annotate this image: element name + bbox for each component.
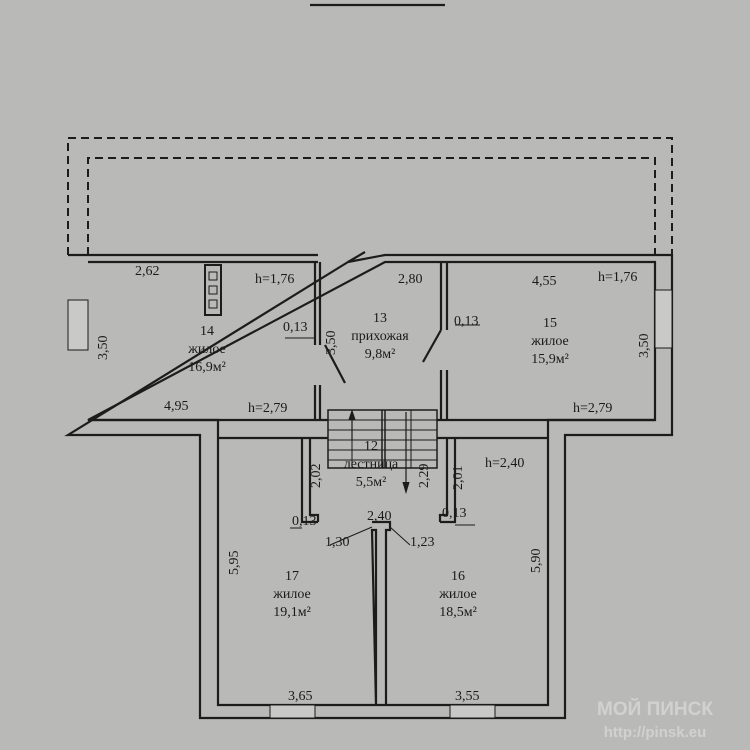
watermark-url: http://pinsk.eu — [604, 724, 707, 741]
dim-label: 5,95 — [227, 551, 242, 576]
dim-label: 1,23 — [410, 535, 435, 550]
dim-label: 2,29 — [417, 464, 432, 489]
dim-label: 4,95 — [164, 399, 189, 414]
room-13-area: 9,8м² — [365, 347, 396, 362]
dim-label: 2,02 — [309, 464, 324, 489]
dim-label: 5,90 — [529, 549, 544, 574]
window-bottom-right — [449, 704, 496, 719]
room-13-number: 13 — [373, 311, 387, 326]
dim-label: 3,55 — [455, 689, 480, 704]
chimney — [204, 264, 222, 316]
room-15-name: жилое — [530, 334, 569, 349]
room-15-area: 15,9м² — [531, 352, 569, 367]
corridor-walls — [88, 418, 655, 440]
dim-label: h=2,79 — [248, 401, 287, 416]
dim-label: 0,13 — [454, 314, 479, 329]
room-17-area: 19,1м² — [273, 605, 311, 620]
dashed-outline-outer — [67, 137, 673, 255]
room-14-name: жилое — [187, 342, 226, 357]
dim-label: 2,40 — [367, 509, 392, 524]
chimney-flue — [208, 271, 218, 281]
room-15-number: 15 — [543, 316, 557, 331]
dim-label: 4,55 — [532, 274, 557, 289]
dim-label: 3,50 — [637, 334, 652, 359]
room-13-name: прихожая — [351, 329, 409, 344]
room-14-number: 14 — [200, 324, 214, 339]
dim-label: h=2,40 — [485, 456, 524, 471]
dim-label: 3,65 — [288, 689, 313, 704]
dim-label: 2,80 — [398, 272, 423, 287]
dim-label: h=1,76 — [255, 272, 294, 287]
dim-label: h=1,76 — [598, 270, 637, 285]
room-16-name: жилое — [438, 587, 477, 602]
dim-label: 1,30 — [325, 535, 350, 550]
window-bottom-left — [269, 704, 316, 719]
center-partition — [370, 520, 392, 706]
window-left — [67, 299, 89, 351]
dimension-labels: 2,62 h=1,76 2,80 4,55 h=1,76 3,50 0,13 3… — [96, 264, 652, 704]
dim-label: 2,01 — [451, 466, 466, 491]
door-swings — [324, 251, 442, 384]
stair-side-walls — [300, 438, 457, 524]
chimney-flue — [208, 285, 218, 295]
room-12-name: лестница — [344, 457, 399, 472]
exterior-wall-outer — [64, 253, 674, 720]
dim-label: 3,50 — [96, 336, 111, 361]
room-12-number: 12 — [364, 439, 378, 454]
room-17-number: 17 — [285, 569, 299, 584]
watermark-logo: МОЙ ПИНСК http://pinsk.eu — [597, 698, 713, 741]
leader-lines — [285, 324, 480, 546]
staircase — [327, 409, 438, 495]
watermark-brand: МОЙ ПИНСК — [597, 698, 713, 720]
dim-label: 3,50 — [324, 331, 339, 356]
dashed-outline-inner — [87, 157, 656, 255]
dim-label: 0,13 — [442, 506, 467, 521]
room-16-number: 16 — [451, 569, 465, 584]
chimney-flue — [208, 299, 218, 309]
dim-label: h=2,79 — [573, 401, 612, 416]
dim-label: 0,13 — [283, 320, 308, 335]
room-17-name: жилое — [272, 587, 311, 602]
window-right — [654, 289, 673, 349]
interior-partitions-upper — [313, 262, 449, 420]
room-16-area: 18,5м² — [439, 605, 477, 620]
room-12-area: 5,5м² — [356, 475, 387, 490]
dim-label: 2,62 — [135, 264, 160, 279]
room-14-area: 16,9м² — [188, 360, 226, 375]
dim-label: 0,13 — [292, 514, 317, 529]
